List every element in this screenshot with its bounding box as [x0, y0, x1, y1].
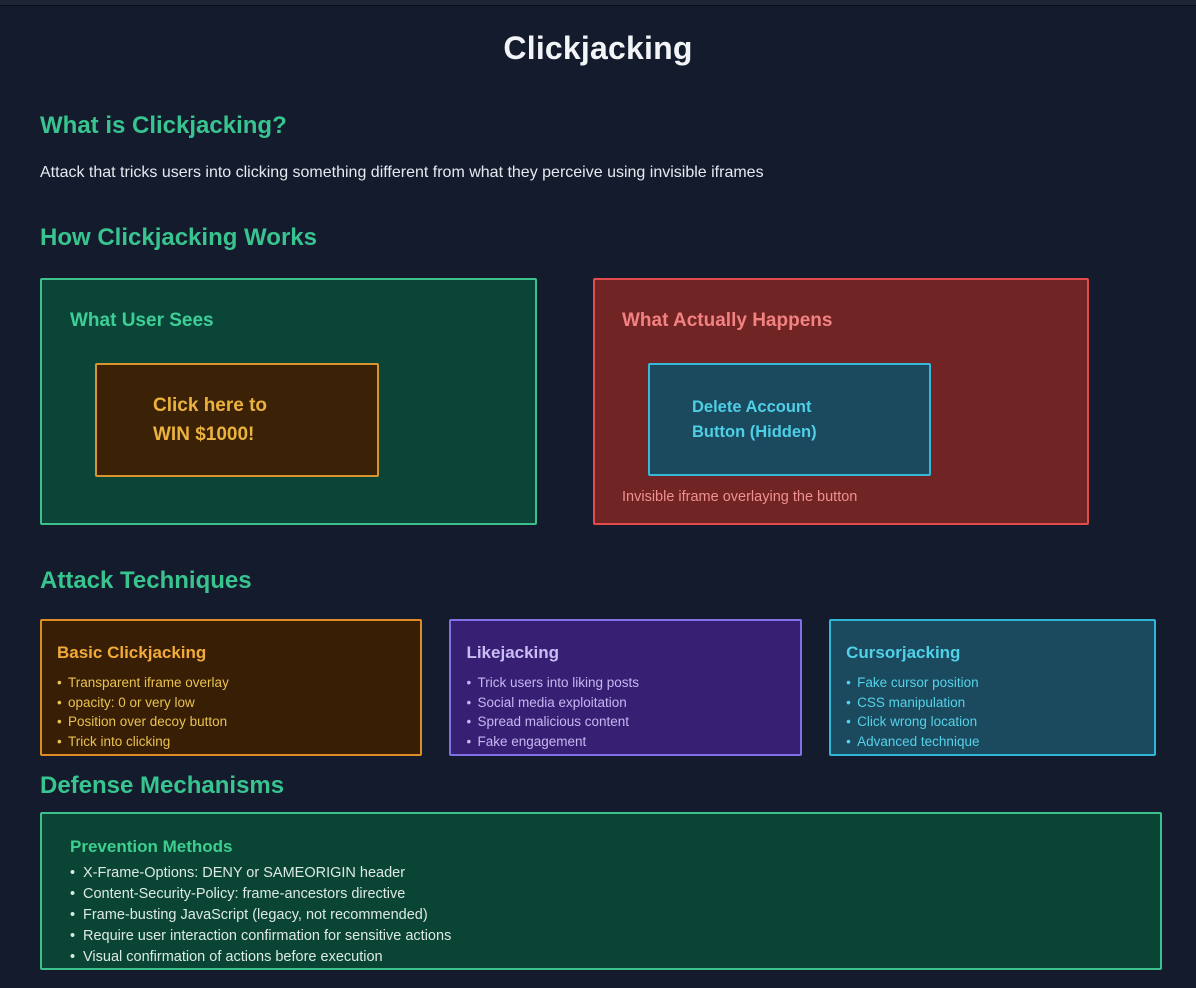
section-what-heading: What is Clickjacking?	[40, 112, 287, 139]
prevention-methods-title: Prevention Methods	[70, 837, 233, 856]
attack-card-bullet-list: Trick users into liking postsSocial medi…	[466, 673, 786, 751]
attack-card-title: Cursorjacking	[846, 643, 961, 662]
bullet-item: Position over decoy button	[57, 712, 406, 732]
bullet-item: Fake engagement	[466, 732, 786, 752]
invisible-iframe-caption: Invisible iframe overlaying the button	[622, 489, 858, 505]
user-view-panel: What User Sees Click here to WIN $1000!	[40, 278, 537, 525]
section-attacks-heading: Attack Techniques	[40, 567, 252, 594]
hidden-button-line2: Button (Hidden)	[692, 422, 817, 441]
attack-card-title: Likejacking	[466, 643, 560, 662]
bullet-item: Trick users into liking posts	[466, 673, 786, 693]
bullet-item: opacity: 0 or very low	[57, 693, 406, 713]
attack-card-likejacking: Likejacking Trick users into liking post…	[449, 619, 803, 756]
top-strip	[0, 0, 1196, 6]
bullet-item: Require user interaction confirmation fo…	[70, 926, 1130, 947]
bullet-item: Social media exploitation	[466, 693, 786, 713]
prevention-methods-list: X-Frame-Options: DENY or SAMEORIGIN head…	[70, 863, 1130, 968]
bullet-item: Trick into clicking	[57, 732, 406, 752]
section-how-heading: How Clickjacking Works	[40, 224, 317, 251]
decoy-button-line1: Click here to	[153, 395, 268, 416]
bullet-item: Advanced technique	[846, 732, 1140, 752]
user-view-title: What User Sees	[70, 310, 214, 331]
attack-card-title: Basic Clickjacking	[57, 643, 207, 662]
bullet-item: Transparent iframe overlay	[57, 673, 406, 693]
bullet-item: Visual confirmation of actions before ex…	[70, 947, 1130, 968]
how-it-works-row: What User Sees Click here to WIN $1000! …	[40, 278, 1156, 525]
bullet-item: Content-Security-Policy: frame-ancestors…	[70, 884, 1130, 905]
reality-title: What Actually Happens	[622, 310, 833, 331]
attack-card-bullet-list: Transparent iframe overlayopacity: 0 or …	[57, 673, 406, 751]
bullet-item: Frame-busting JavaScript (legacy, not re…	[70, 905, 1130, 926]
defense-box: Prevention Methods X-Frame-Options: DENY…	[40, 812, 1162, 970]
bullet-item: Click wrong location	[846, 712, 1140, 732]
page-title: Clickjacking	[503, 30, 693, 66]
bullet-item: Fake cursor position	[846, 673, 1140, 693]
attack-card-basic-clickjacking: Basic Clickjacking Transparent iframe ov…	[40, 619, 423, 756]
page-content: Clickjacking What is Clickjacking? Attac…	[0, 6, 1196, 970]
reality-panel: What Actually Happens Delete Account But…	[593, 278, 1089, 525]
bullet-item: Spread malicious content	[466, 712, 786, 732]
attack-techniques-row: Basic Clickjacking Transparent iframe ov…	[40, 619, 1156, 756]
what-description: Attack that tricks users into clicking s…	[40, 164, 764, 181]
bullet-item: X-Frame-Options: DENY or SAMEORIGIN head…	[70, 863, 1130, 884]
attack-card-bullet-list: Fake cursor positionCSS manipulationClic…	[846, 673, 1140, 751]
hidden-button-line1: Delete Account	[692, 397, 812, 416]
bullet-item: CSS manipulation	[846, 693, 1140, 713]
section-defense-heading: Defense Mechanisms	[40, 772, 285, 799]
decoy-button[interactable]: Click here to WIN $1000!	[95, 363, 379, 477]
decoy-button-line2: WIN $1000!	[153, 424, 255, 445]
hidden-delete-button[interactable]: Delete Account Button (Hidden)	[648, 363, 931, 476]
attack-card-cursorjacking: Cursorjacking Fake cursor positionCSS ma…	[829, 619, 1156, 756]
